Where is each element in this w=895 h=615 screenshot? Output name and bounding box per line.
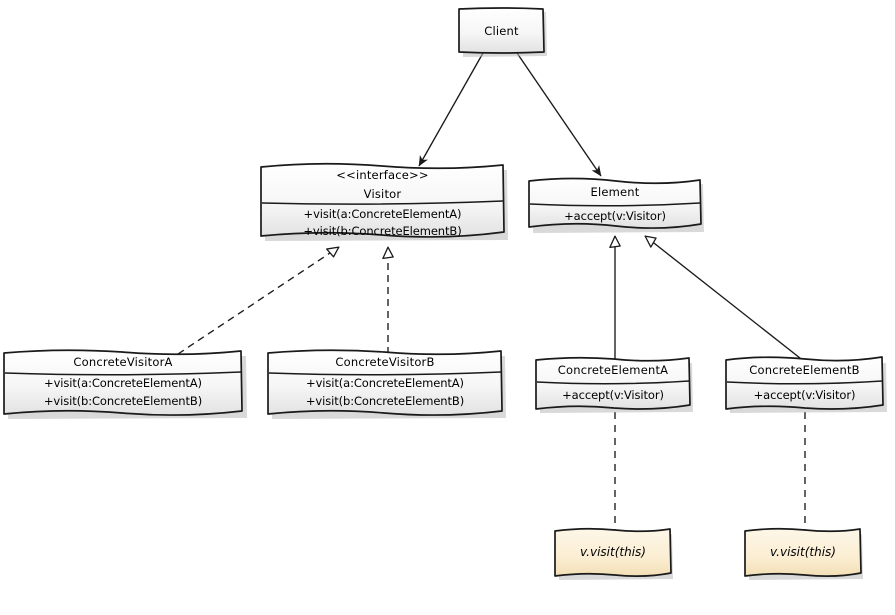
class-name-element: Element	[590, 184, 640, 199]
note-box-2-shape[interactable]	[744, 527, 863, 580]
class-name-client: Client	[484, 24, 519, 38]
class-name-concretevisitorb: ConcreteVisitorB	[335, 354, 435, 369]
edge-concretevisitora-to-visitor	[177, 246, 340, 355]
class-name-concretevisitora: ConcreteVisitorA	[73, 354, 173, 369]
class-box-concreteelementb-shape[interactable]	[725, 356, 887, 413]
class-member-concreteelementa-0: +accept(v:Visitor)	[562, 387, 664, 402]
class-box-concreteelementa-shape[interactable]	[535, 356, 693, 413]
class-box-client-shape[interactable]	[458, 7, 547, 57]
edge-concreteelementb-to-element	[644, 235, 806, 363]
class-box-visitor[interactable]: <<interface>> Visitor +visit(a:ConcreteE…	[261, 165, 504, 238]
class-member-concreteelementb-0: +accept(v:Visitor)	[753, 387, 856, 402]
class-member-visitor-0: +visit(a:ConcreteElementA)	[303, 206, 462, 221]
class-box-concretevisitora[interactable]: ConcreteVisitorA +visit(a:ConcreteElemen…	[4, 351, 242, 413]
note-box-1-shape[interactable]	[554, 527, 673, 580]
class-name-concreteelementb: ConcreteElementB	[749, 362, 860, 377]
note-1-text: v.visit(this)	[580, 545, 646, 559]
class-box-concreteelementa[interactable]: ConcreteElementA +accept(v:Visitor)	[536, 358, 690, 407]
class-stereotype-visitor: <<interface>>	[336, 167, 429, 182]
class-member-concretevisitora-0: +visit(a:ConcreteElementA)	[44, 376, 202, 390]
class-member-concretevisitorb-1: +visit(b:ConcreteElementB)	[305, 394, 465, 408]
class-member-concretevisitorb-0: +visit(a:ConcreteElementA)	[306, 376, 464, 390]
class-box-concretevisitorb[interactable]: ConcreteVisitorB +visit(a:ConcreteElemen…	[268, 351, 502, 413]
edge-client-to-element	[516, 52, 602, 177]
class-member-concretevisitora-1: +visit(b:ConcreteElementB)	[43, 394, 203, 408]
note-2-text: v.visit(this)	[770, 545, 836, 559]
class-member-visitor-1: +visit(b:ConcreteElementB)	[303, 223, 462, 238]
class-box-concretevisitorb-shape[interactable]	[267, 349, 506, 419]
class-member-element-0: +accept(v:Visitor)	[564, 209, 666, 223]
class-box-client[interactable]: Client	[459, 9, 544, 53]
relationship-lines	[177, 52, 806, 530]
class-box-concretevisitora-shape[interactable]	[3, 349, 247, 419]
class-name-concreteelementa: ConcreteElementA	[557, 362, 669, 377]
class-name-visitor: Visitor	[363, 186, 402, 201]
edge-client-to-visitor	[418, 52, 484, 167]
class-box-element-shape[interactable]	[528, 177, 704, 234]
class-box-element[interactable]: Element +accept(v:Visitor)	[529, 180, 701, 228]
class-box-concreteelementb[interactable]: ConcreteElementB +accept(v:Visitor)	[726, 358, 883, 407]
class-box-visitor-shape[interactable]	[260, 162, 508, 241]
